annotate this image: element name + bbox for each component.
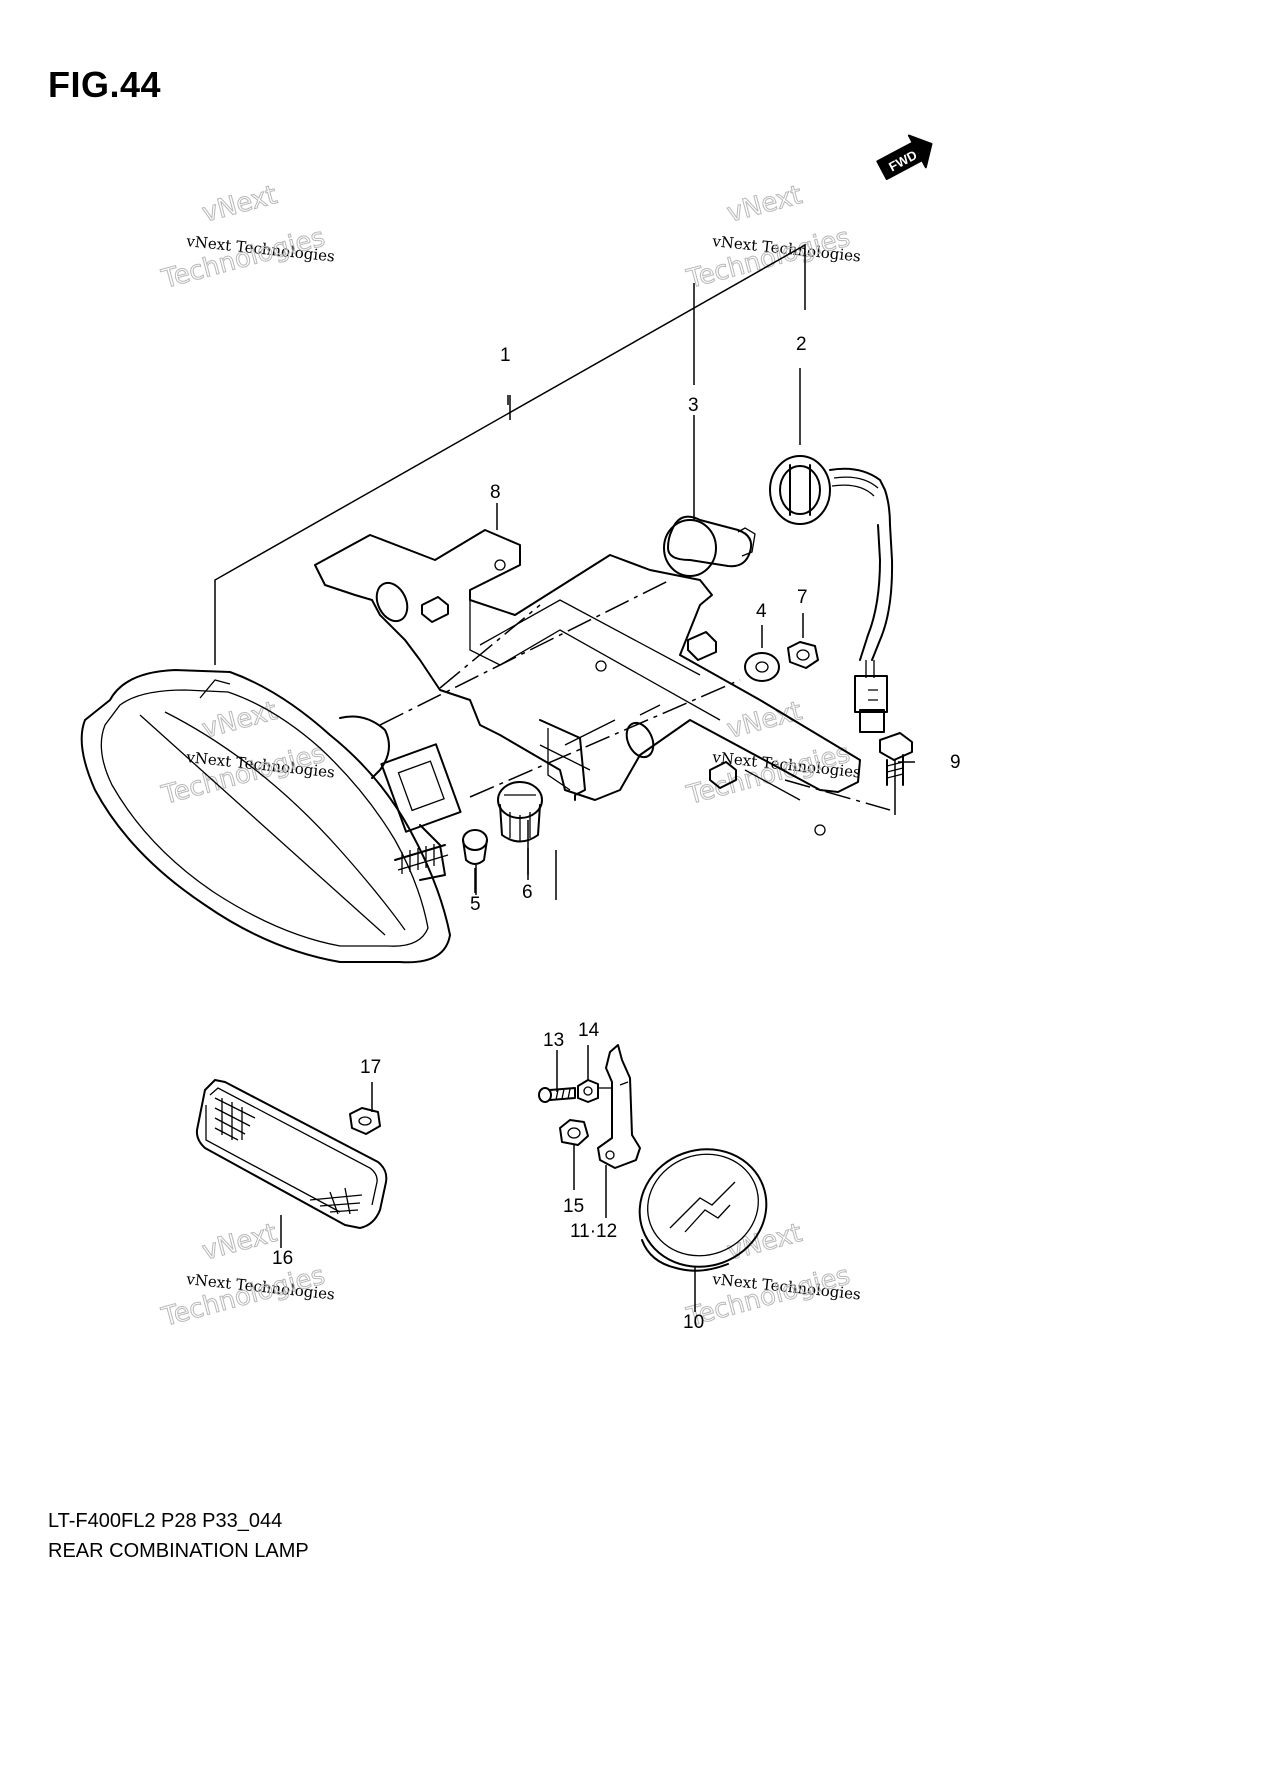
svg-text:vNext: vNext [199,1218,280,1267]
svg-text:vNext: vNext [199,180,280,229]
callout-16: 16 [272,1248,293,1269]
nut-15 [559,1119,589,1146]
callout-5: 5 [470,894,481,915]
reflector-round [638,1148,768,1272]
figure-title: FIG.44 [48,64,162,105]
callout-15: 15 [563,1196,584,1217]
callout-2: 2 [796,334,807,355]
reflector-grid-right [309,1187,363,1215]
watermark-top-left: vNext vNext Technologies Technologies [158,180,336,296]
watermark-bottom-left: vNext vNext Technologies Technologies [158,1218,336,1334]
callout-6: 6 [522,882,533,903]
watermark-top-right: vNext vNext Technologies Technologies [683,180,862,296]
bolt [879,732,913,786]
grommet-nut [497,781,543,843]
callout-10: 10 [683,1312,704,1333]
model-code: LT-F400FL2 P28 P33_044 [48,1510,283,1532]
rear-lamp-housing [80,669,462,964]
callout-1: 1 [500,345,511,366]
screw [538,1087,576,1103]
spacer [462,829,488,865]
nut-14 [577,1079,612,1103]
callout-leaders [280,395,696,1312]
nut-small [787,641,819,669]
callout-13: 13 [543,1030,564,1051]
watermark-mid-left: vNext vNext Technologies Technologies [158,696,336,812]
svg-text:vNext: vNext [199,696,280,745]
lamp-bracket [314,529,891,836]
svg-text:vNext: vNext [724,1218,805,1267]
reflector-rear [195,1079,388,1229]
callout-17: 17 [360,1057,381,1078]
washer [744,652,780,682]
reflector-bracket [597,1044,641,1169]
socket-harness [769,455,894,733]
callout-9: 9 [950,752,961,773]
callout-14: 14 [578,1020,600,1041]
reflector-nut [349,1107,381,1135]
callout-4: 4 [756,601,767,622]
bulb [663,515,756,577]
callout-11-12: 11·12 [570,1221,617,1242]
watermark-bottom-right: vNext vNext Technologies Technologies [683,1218,862,1334]
assembly-leader-lines [214,243,915,900]
reflector-grid-left [214,1097,256,1141]
fwd-arrow-icon: FWD [876,134,933,181]
callout-7: 7 [797,587,808,608]
section-name: REAR COMBINATION LAMP [48,1540,309,1562]
callout-8: 8 [490,482,501,503]
svg-text:vNext: vNext [724,180,805,229]
callout-3: 3 [688,395,699,416]
